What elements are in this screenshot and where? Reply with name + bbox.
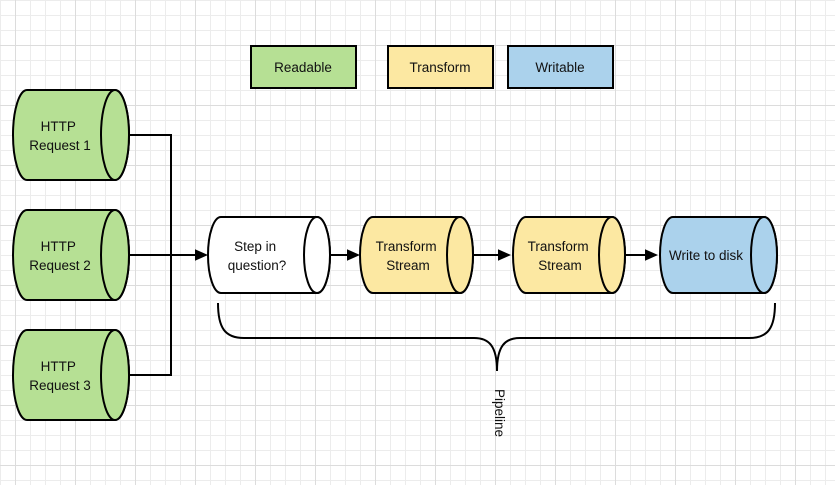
- connector-arrow-to-step[interactable]: [129, 249, 208, 261]
- cylinder-label: HTTP Request 1: [29, 119, 91, 153]
- cylinder-http-request-1[interactable]: HTTP Request 1: [12, 89, 130, 181]
- cylinder-end-cap: [598, 216, 626, 294]
- arrowhead: [498, 249, 511, 261]
- cylinder-label: HTTP Request 3: [29, 359, 91, 393]
- cylinder-write-to-disk[interactable]: Write to disk: [659, 216, 778, 294]
- connector-arrow-step-to-transform1[interactable]: [330, 249, 360, 261]
- legend-label-readable: Readable: [274, 60, 332, 75]
- cylinder-http-request-3[interactable]: HTTP Request 3: [12, 329, 130, 421]
- cylinder-transform-stream-2[interactable]: Transform Stream: [512, 216, 626, 294]
- cylinder-end-cap: [100, 329, 130, 421]
- arrowhead: [645, 249, 658, 261]
- cylinder-label: Write to disk: [669, 248, 743, 263]
- cylinder-end-cap: [446, 216, 474, 294]
- legend-box-readable-rect[interactable]: [250, 45, 357, 89]
- cylinder-label: Transform Stream: [528, 239, 593, 273]
- legend-box-writable[interactable]: Writable: [507, 45, 614, 89]
- cylinder-transform-stream-1[interactable]: Transform Stream: [359, 216, 474, 294]
- cylinder-label: HTTP Request 2: [29, 239, 91, 273]
- pipeline-brace[interactable]: [217, 302, 776, 372]
- legend-label-transform: Transform: [409, 60, 470, 75]
- cylinder-end-cap: [303, 216, 331, 294]
- legend-box-transform-rect[interactable]: [387, 45, 494, 89]
- legend-box-readable[interactable]: Readable: [250, 45, 357, 89]
- legend-box-writable-rect[interactable]: [507, 45, 614, 89]
- arrowhead: [347, 249, 360, 261]
- connector-arrow-transform1-to-transform2[interactable]: [473, 249, 511, 261]
- legend-label-writable: Writable: [535, 60, 584, 75]
- cylinder-label: Transform Stream: [376, 239, 441, 273]
- connector-arrow-transform2-to-write[interactable]: [625, 249, 658, 261]
- cylinder-label: Step in question?: [228, 239, 287, 273]
- arrowhead: [195, 249, 208, 261]
- cylinder-end-cap: [100, 89, 130, 181]
- cylinder-step-in-question[interactable]: Step in question?: [207, 216, 331, 294]
- pipeline-label: Pipeline: [492, 389, 507, 437]
- cylinder-end-cap: [750, 216, 778, 294]
- cylinder-http-request-2[interactable]: HTTP Request 2: [12, 209, 130, 301]
- cylinder-end-cap: [100, 209, 130, 301]
- legend-box-transform[interactable]: Transform: [387, 45, 494, 89]
